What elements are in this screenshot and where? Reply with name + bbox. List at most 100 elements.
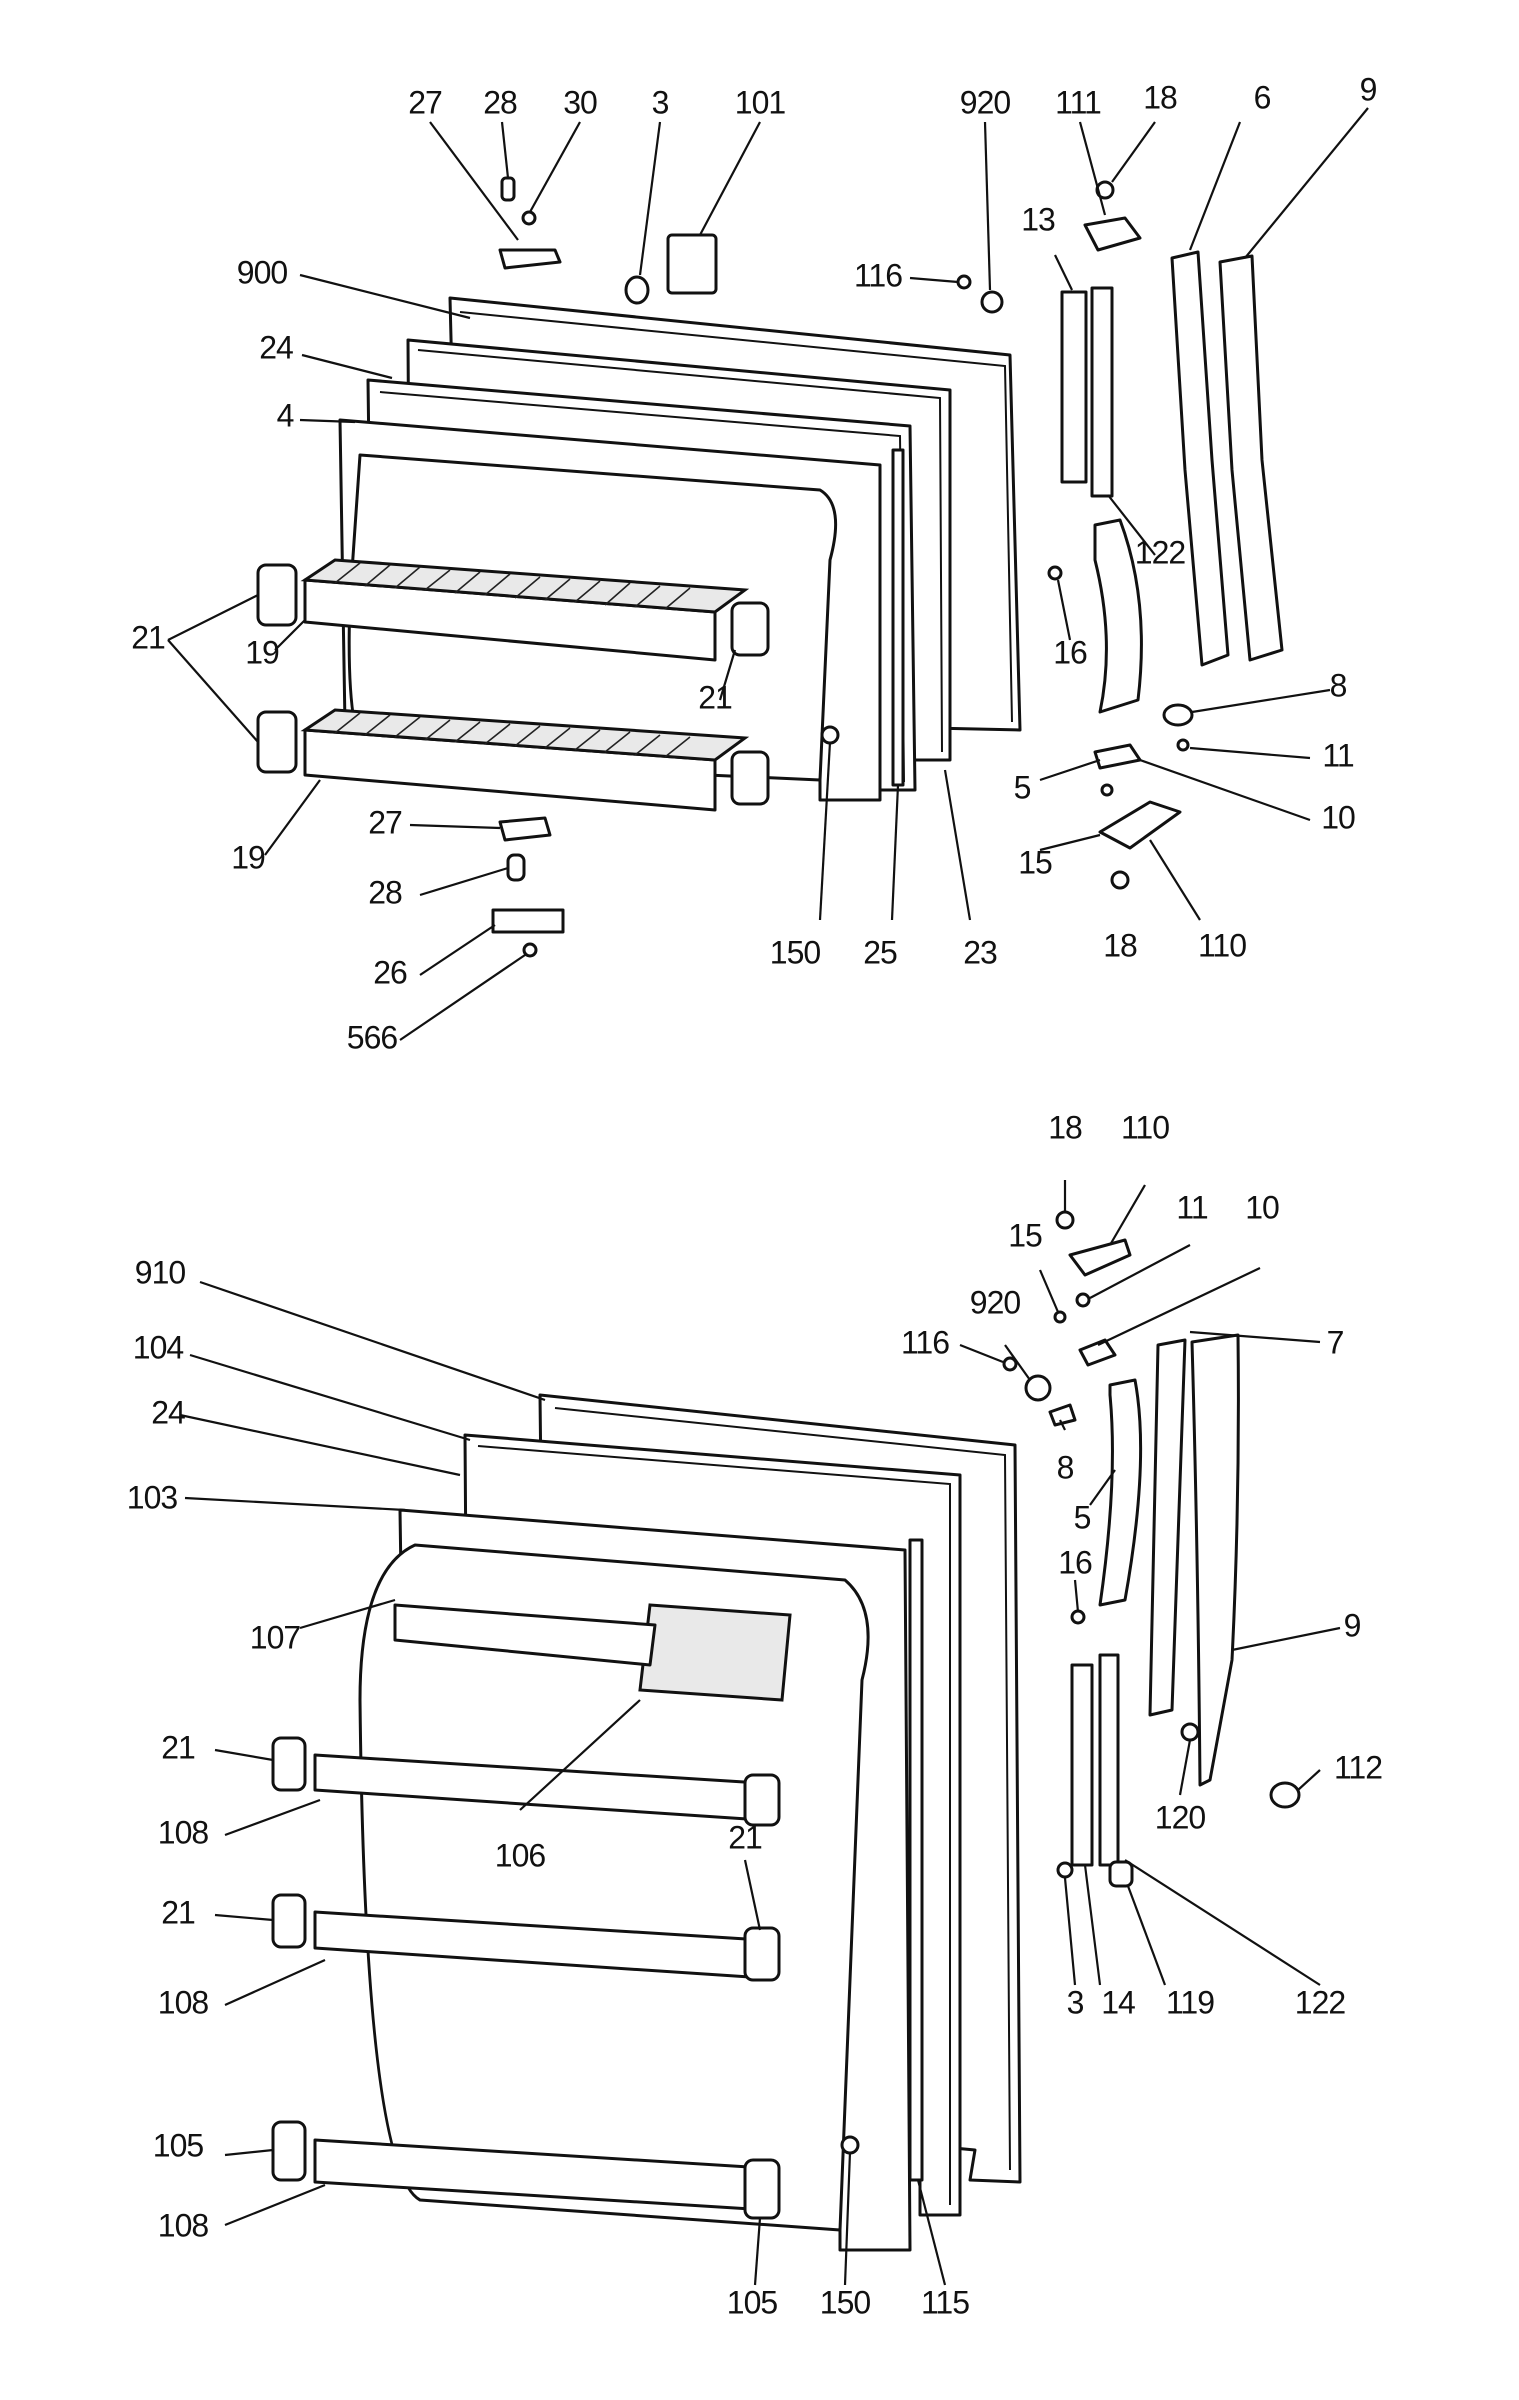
- label-21-right: 21: [698, 679, 732, 715]
- strip-122-lower: [1098, 1653, 1120, 1867]
- plug-920-lower: [1024, 1374, 1052, 1402]
- screw-18-top: [1095, 180, 1115, 200]
- label-15-lower: 15: [1008, 1217, 1042, 1253]
- label-105-left: 105: [153, 2127, 204, 2163]
- label-24-top: 24: [259, 329, 293, 365]
- label-7: 7: [1327, 1324, 1344, 1360]
- nameplate-101: [666, 233, 718, 295]
- shelf-lower: [300, 708, 750, 762]
- label-108-1: 108: [158, 1814, 209, 1850]
- shelf-end-cap-right-lower: [730, 750, 770, 806]
- hinge-8-lower: [1048, 1403, 1077, 1427]
- label-21-lower-right: 21: [728, 1819, 762, 1855]
- screw-16: [1047, 565, 1063, 581]
- liner-inner-well-lower: [358, 1543, 870, 2232]
- hinge-10-lower: [1078, 1338, 1117, 1367]
- label-10: 10: [1321, 799, 1355, 835]
- label-24-lower: 24: [151, 1394, 185, 1430]
- end-cap-right-2: [743, 1926, 781, 1982]
- label-116-lower: 116: [901, 1324, 949, 1360]
- label-900: 900: [237, 254, 288, 290]
- label-111: 111: [1055, 84, 1101, 120]
- shelf-end-cap-left-lower: [256, 710, 298, 774]
- handle-trim-9: [1218, 254, 1284, 662]
- label-106: 106: [495, 1837, 546, 1873]
- label-910: 910: [135, 1254, 186, 1290]
- cap-119: [1108, 1860, 1134, 1888]
- end-cap-left-3: [271, 2120, 307, 2182]
- label-5-lower: 5: [1074, 1499, 1091, 1535]
- label-103: 103: [127, 1479, 178, 1515]
- butter-compartment: [638, 1603, 792, 1702]
- label-18-top: 18: [1143, 79, 1177, 115]
- hinge-27-bottom: [498, 816, 552, 842]
- label-25: 25: [863, 934, 897, 970]
- label-8-lower: 8: [1057, 1449, 1074, 1485]
- freezer-door-assembly: [256, 176, 1284, 958]
- label-120: 120: [1155, 1799, 1206, 1835]
- end-cap-right-3: [743, 2158, 781, 2220]
- label-27-bottom: 27: [368, 804, 402, 840]
- gasket-strip-115: [908, 1538, 924, 2182]
- label-10-lower: 10: [1245, 1189, 1279, 1225]
- label-8: 8: [1330, 667, 1347, 703]
- label-11: 11: [1322, 737, 1353, 773]
- screw-18-bottom: [1110, 870, 1130, 890]
- screw-116: [956, 274, 972, 290]
- label-105-bottom: 105: [727, 2284, 778, 2320]
- label-116: 116: [854, 257, 902, 293]
- label-28-bottom: 28: [368, 874, 402, 910]
- screw-15: [1100, 783, 1114, 797]
- hinge-110: [1098, 800, 1182, 850]
- label-9-lower: 9: [1344, 1607, 1361, 1643]
- end-cap-left-2: [271, 1893, 307, 1949]
- label-150-lower: 150: [820, 2284, 871, 2320]
- plate-26: [491, 908, 565, 934]
- label-107: 107: [250, 1619, 301, 1655]
- plug-920: [980, 290, 1004, 314]
- bracket-13: [1060, 290, 1088, 484]
- part-labels-upper: 27 28 30 3 101 920 111 18 6 9 900 116 13…: [131, 71, 1377, 1055]
- bracket-5: [1093, 518, 1143, 714]
- label-108-2: 108: [158, 1984, 209, 2020]
- screw-18-lower: [1055, 1210, 1075, 1230]
- strip-122: [1090, 286, 1114, 498]
- screw-16-lower: [1070, 1609, 1086, 1625]
- label-21-lower-1: 21: [161, 1729, 195, 1765]
- hinge-top-111: [1083, 216, 1142, 252]
- fresh-food-door-assembly: [271, 1210, 1301, 2252]
- label-13: 13: [1021, 201, 1055, 237]
- label-16-lower: 16: [1058, 1544, 1092, 1580]
- pin-28-bottom: [506, 853, 526, 882]
- label-30: 30: [563, 84, 597, 120]
- shelf-end-cap-left-upper: [256, 563, 298, 627]
- cap-8: [1162, 703, 1194, 727]
- screw-11-lower: [1075, 1292, 1091, 1308]
- handle-7: [1148, 1338, 1187, 1717]
- label-5-top: 5: [1014, 769, 1031, 805]
- plug-150: [820, 725, 840, 745]
- label-566: 566: [347, 1019, 398, 1055]
- bracket-14: [1070, 1663, 1094, 1867]
- label-920-lower: 920: [970, 1284, 1021, 1320]
- end-cap-right-1: [743, 1773, 781, 1827]
- plug-3-lower: [1056, 1861, 1074, 1879]
- hinge-top-left: [498, 248, 562, 270]
- label-11-lower: 11: [1176, 1189, 1207, 1225]
- label-23: 23: [963, 934, 997, 970]
- screw-28-top: [500, 176, 516, 202]
- label-110-lower: 110: [1121, 1109, 1169, 1145]
- label-122-top: 122: [1135, 534, 1186, 570]
- gasket-strip-25: [891, 448, 905, 787]
- label-119: 119: [1166, 1984, 1214, 2020]
- label-18-lower: 18: [1048, 1109, 1082, 1145]
- shelf-upper: [300, 558, 750, 614]
- label-28-top: 28: [483, 84, 517, 120]
- label-101: 101: [735, 84, 786, 120]
- label-26: 26: [373, 954, 407, 990]
- screw-116-lower: [1002, 1356, 1018, 1372]
- label-3: 3: [652, 84, 669, 120]
- end-cap-left-1: [271, 1736, 307, 1792]
- label-110-top: 110: [1198, 927, 1246, 963]
